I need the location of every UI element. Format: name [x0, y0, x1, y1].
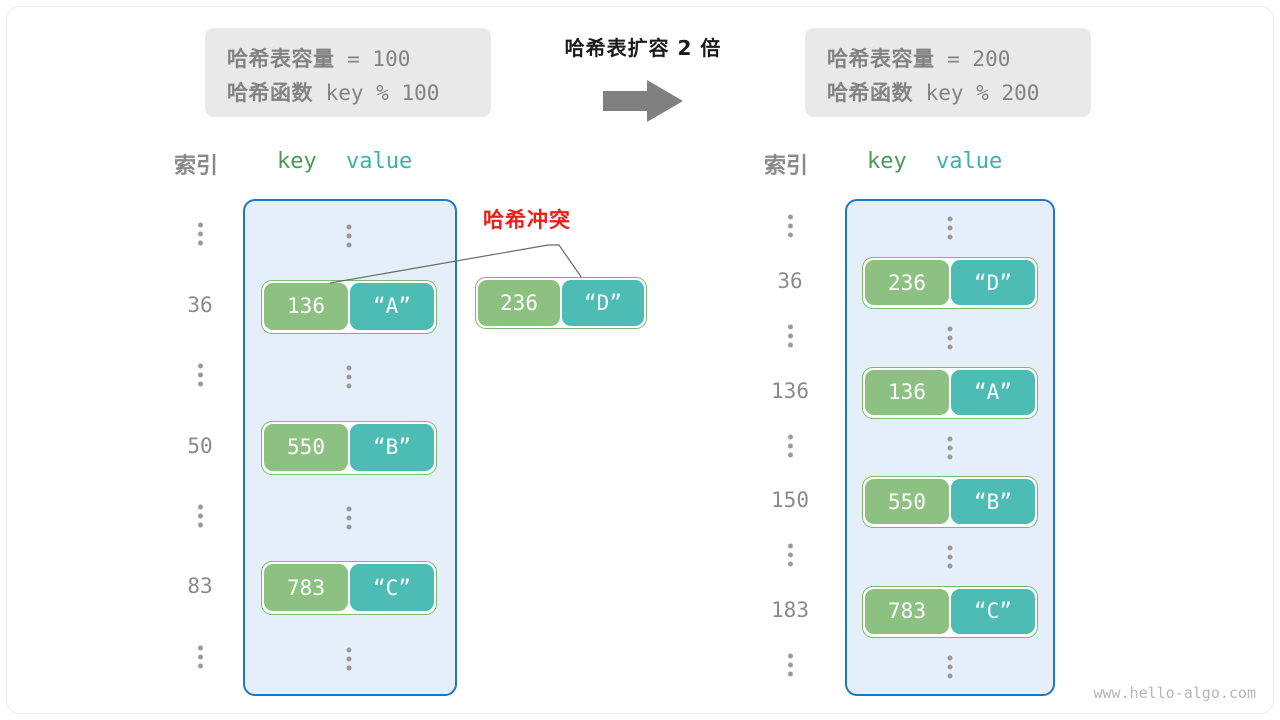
- ellipsis-icon: [947, 436, 953, 459]
- before-function-expr: key % 100: [313, 81, 440, 105]
- table-entry: 136“A”: [261, 279, 437, 334]
- canvas-frame: [6, 6, 1274, 714]
- after-function-label: 哈希函数: [827, 81, 913, 105]
- before-header-key: key: [277, 149, 317, 174]
- index-ellipsis: [745, 214, 835, 238]
- index-ellipsis: [155, 222, 245, 246]
- entry-key: 236: [865, 260, 949, 306]
- before-capacity-expr: = 100: [334, 47, 411, 71]
- after-info-box: 哈希表容量 = 200 哈希函数 key % 200: [805, 28, 1091, 117]
- ellipsis-icon: [947, 545, 953, 569]
- before-function-label: 哈希函数: [227, 81, 313, 105]
- index-label: 83: [187, 574, 213, 599]
- ellipsis-icon: [745, 214, 835, 238]
- entry-key: 550: [865, 479, 949, 525]
- entry-value: “D”: [951, 260, 1035, 306]
- ellipsis-icon: [346, 365, 352, 389]
- entry-value: “B”: [951, 479, 1035, 525]
- table-entry: 550“B”: [261, 420, 437, 475]
- table-entry: 783“C”: [261, 561, 437, 616]
- after-capacity-line: 哈希表容量 = 200: [827, 42, 1069, 76]
- watermark: www.hello-algo.com: [1093, 684, 1256, 702]
- entry-key: 783: [264, 564, 348, 612]
- right-arrow-icon: [603, 80, 683, 122]
- ellipsis-icon: [947, 326, 953, 350]
- ellipsis-icon: [745, 543, 835, 567]
- ellipsis-icon: [745, 653, 835, 677]
- ellipsis-icon: [346, 506, 352, 530]
- ellipsis-icon: [346, 224, 352, 248]
- after-function-expr: key % 200: [913, 81, 1040, 105]
- colliding-entry: 236 “D”: [475, 277, 647, 329]
- expand-caption: 哈希表扩容 2 倍: [564, 36, 722, 60]
- index-ellipsis: [745, 543, 835, 567]
- index-ellipsis: [745, 434, 835, 457]
- table-entry: 550“B”: [862, 476, 1038, 529]
- ellipsis-icon: [745, 434, 835, 457]
- after-header-key: key: [867, 149, 907, 174]
- index-label: 36: [777, 269, 803, 294]
- index-ellipsis: [155, 363, 245, 387]
- entry-value: “C”: [951, 588, 1035, 634]
- entry-value: “B”: [350, 423, 434, 471]
- table-entry: 136“A”: [862, 366, 1038, 419]
- entry-value: “A”: [951, 369, 1035, 415]
- ellipsis-icon: [947, 216, 953, 240]
- index-label: 150: [771, 488, 809, 513]
- index-label: 50: [187, 433, 213, 458]
- after-header-value: value: [936, 149, 1003, 174]
- after-capacity-expr: = 200: [934, 47, 1011, 71]
- before-function-line: 哈希函数 key % 100: [227, 76, 469, 110]
- colliding-entry-key: 236: [478, 280, 560, 326]
- index-ellipsis: [155, 504, 245, 528]
- after-function-line: 哈希函数 key % 200: [827, 76, 1069, 110]
- index-ellipsis: [745, 653, 835, 677]
- before-info-box: 哈希表容量 = 100 哈希函数 key % 100: [205, 28, 491, 117]
- entry-key: 550: [264, 423, 348, 471]
- index-ellipsis: [155, 645, 245, 669]
- index-ellipsis: [745, 324, 835, 348]
- ellipsis-icon: [155, 363, 245, 387]
- before-header-value: value: [346, 149, 413, 174]
- ellipsis-icon: [346, 647, 352, 671]
- entry-key: 136: [264, 282, 348, 330]
- ellipsis-icon: [947, 655, 953, 679]
- after-capacity-label: 哈希表容量: [827, 47, 935, 71]
- entry-value: “C”: [350, 564, 434, 612]
- colliding-entry-value: “D”: [562, 280, 644, 326]
- before-capacity-line: 哈希表容量 = 100: [227, 42, 469, 76]
- entry-key: 783: [865, 588, 949, 634]
- table-entry: 236“D”: [862, 257, 1038, 310]
- table-entry: 783“C”: [862, 585, 1038, 638]
- entry-value: “A”: [350, 282, 434, 330]
- collision-label: 哈希冲突: [483, 208, 571, 232]
- index-label: 36: [187, 292, 213, 317]
- index-label: 183: [771, 597, 809, 622]
- ellipsis-icon: [745, 324, 835, 348]
- before-capacity-label: 哈希表容量: [227, 47, 335, 71]
- before-header-index: 索引: [174, 154, 219, 179]
- ellipsis-icon: [155, 222, 245, 246]
- entry-key: 136: [865, 369, 949, 415]
- ellipsis-icon: [155, 504, 245, 528]
- ellipsis-icon: [155, 645, 245, 669]
- index-label: 136: [771, 378, 809, 403]
- after-header-index: 索引: [764, 154, 809, 179]
